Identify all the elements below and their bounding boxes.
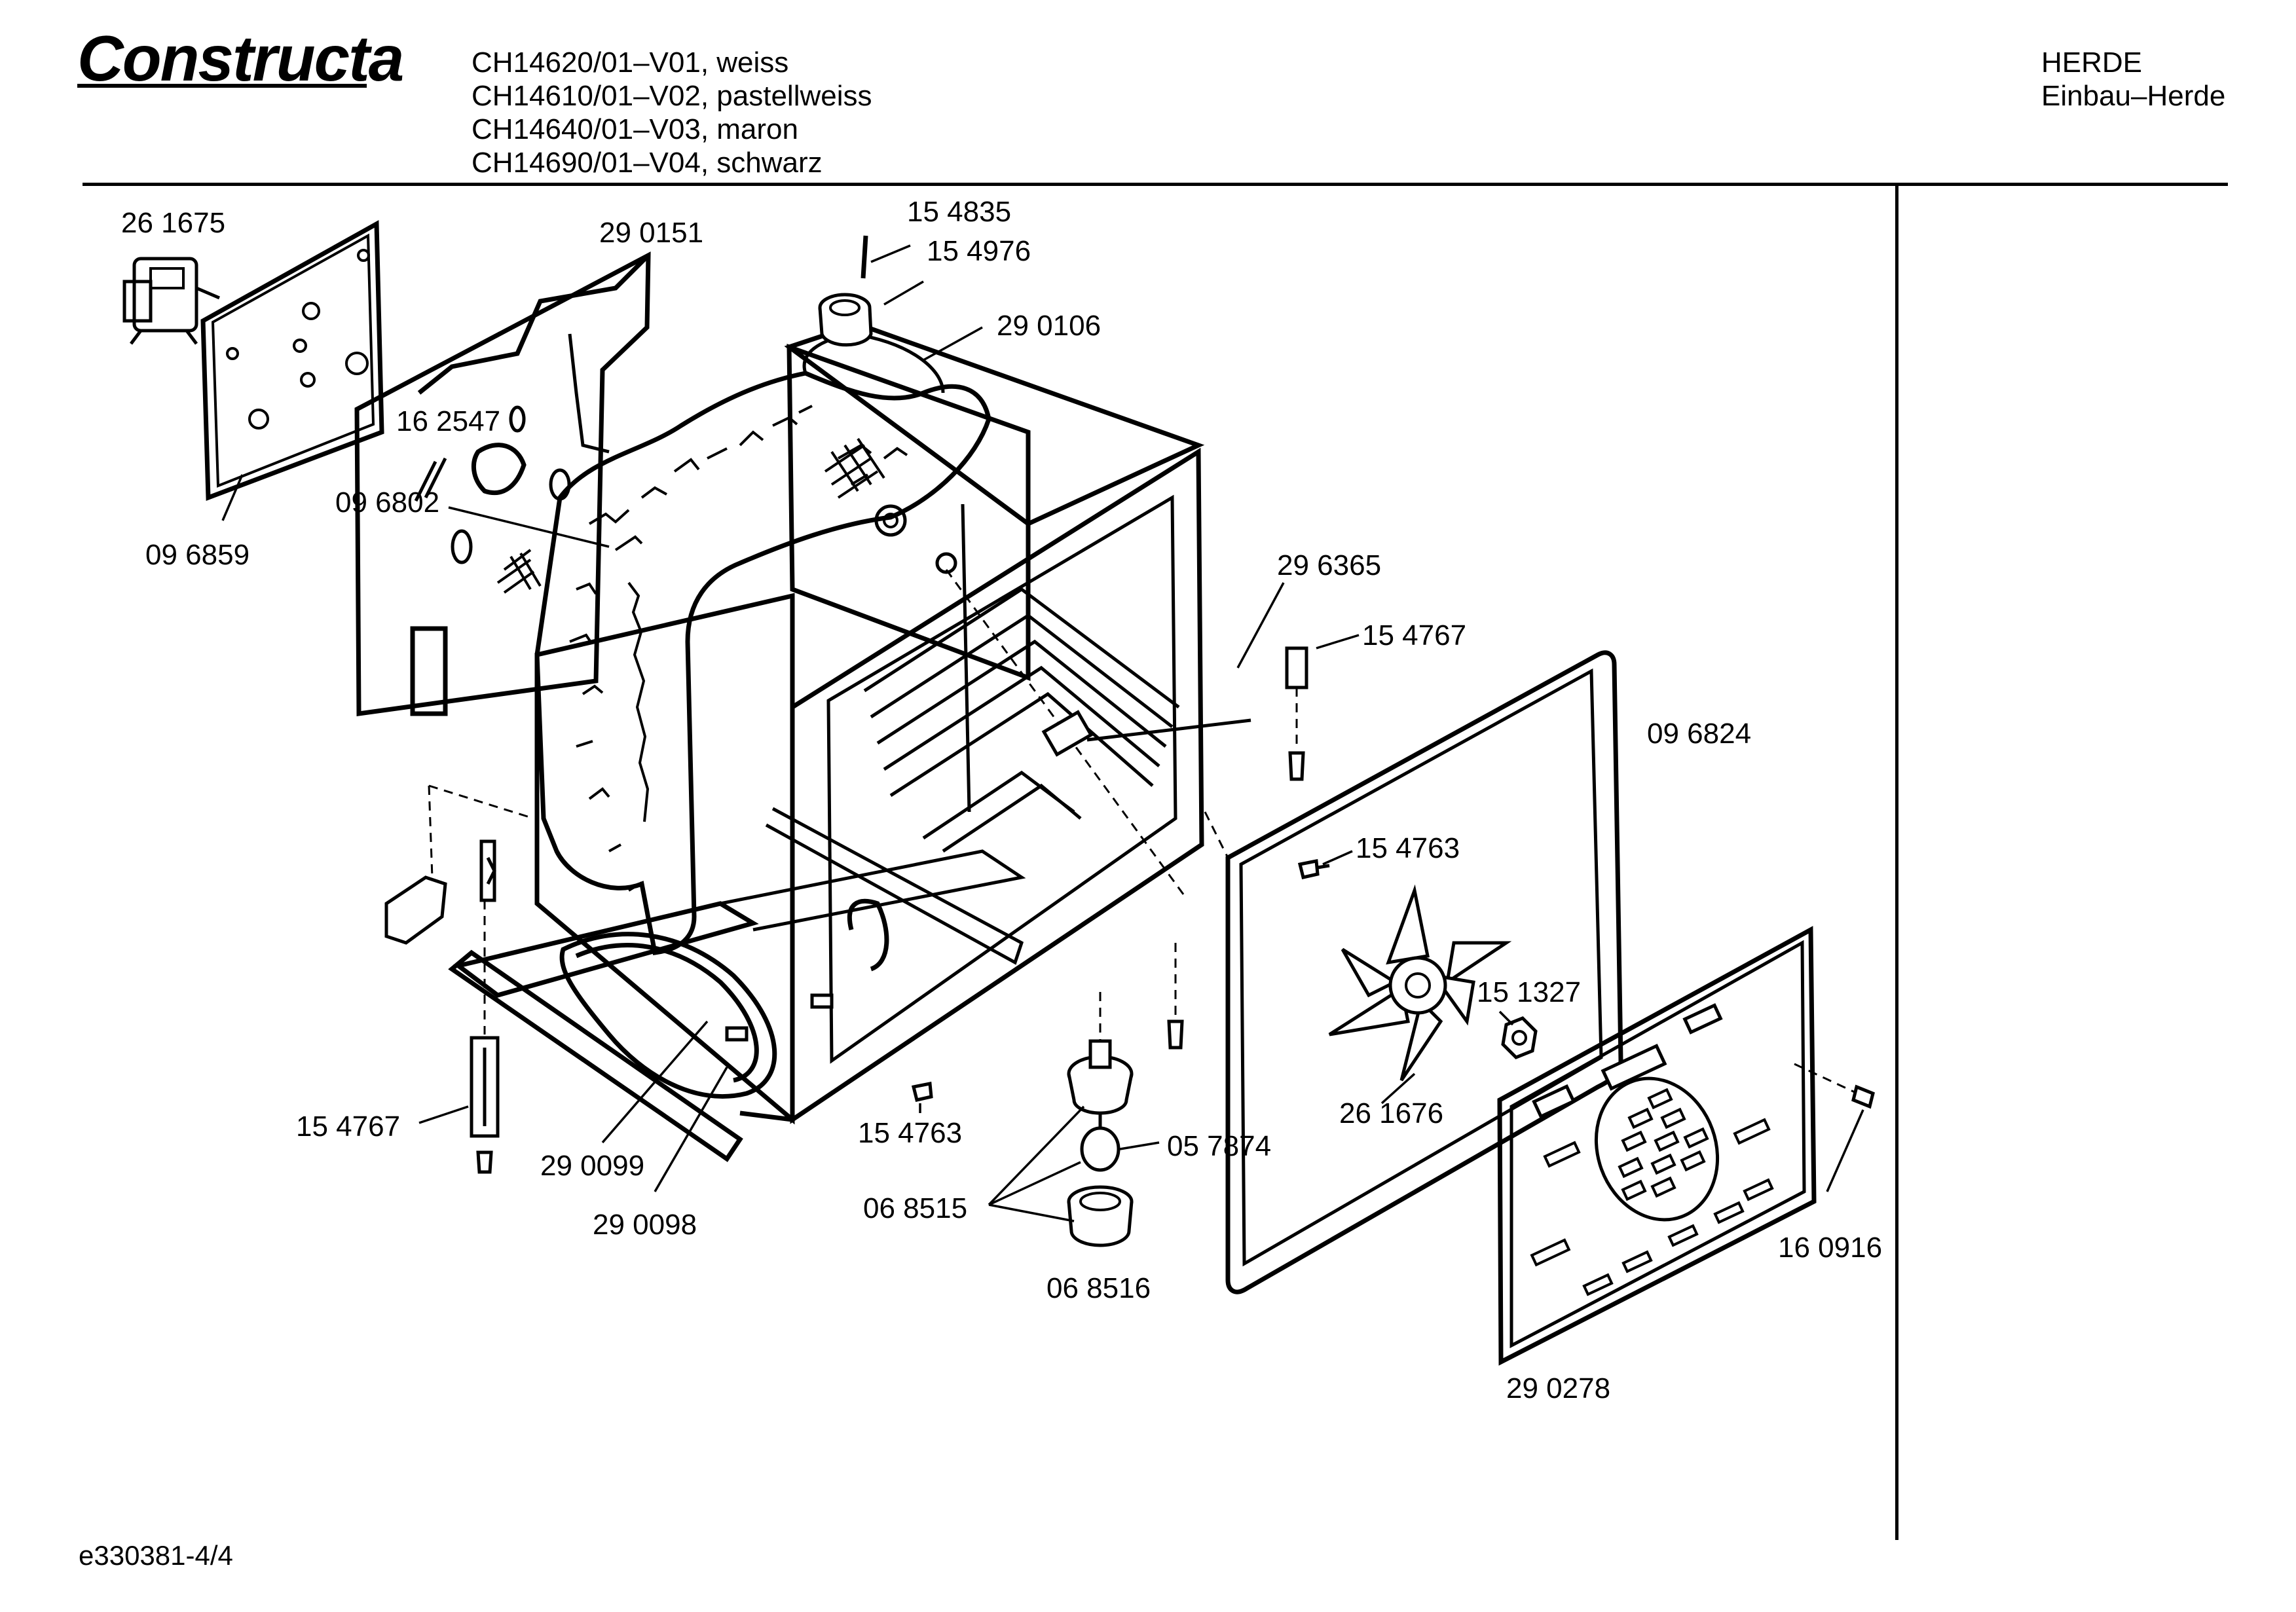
leader-lines bbox=[221, 244, 1864, 1222]
fan-nut bbox=[1501, 1016, 1538, 1059]
part-label: 29 6365 bbox=[1277, 549, 1381, 581]
category-line-2: Einbau–Herde bbox=[2041, 80, 2226, 112]
part-label: 06 8516 bbox=[1046, 1272, 1151, 1304]
insulation-blanket bbox=[496, 332, 991, 955]
brand-logo-underline bbox=[77, 84, 367, 88]
part-label: 15 4835 bbox=[907, 196, 1011, 228]
part-label: 15 1327 bbox=[1477, 976, 1581, 1008]
part-label: 15 4763 bbox=[858, 1117, 962, 1149]
brand-logo: Constructa bbox=[77, 22, 404, 94]
seal-clip bbox=[414, 443, 527, 502]
part-label: 29 0099 bbox=[540, 1150, 644, 1182]
rear-panel bbox=[200, 220, 384, 502]
part-label: 15 4763 bbox=[1356, 832, 1460, 864]
fan-blade bbox=[1328, 884, 1512, 1082]
model-list: CH14620/01–V01, weiss CH14610/01–V02, pa… bbox=[472, 46, 872, 179]
part-label: 05 7874 bbox=[1167, 1130, 1271, 1162]
part-label: 29 0106 bbox=[997, 310, 1101, 342]
part-label: 15 4767 bbox=[296, 1110, 400, 1143]
fan-cover-plate bbox=[1497, 926, 1817, 1366]
insulation-panel bbox=[354, 251, 651, 717]
screw bbox=[1167, 943, 1184, 1050]
part-label: 29 0098 bbox=[593, 1209, 697, 1241]
part-label: 09 6859 bbox=[145, 539, 250, 571]
model-line: CH14610/01–V02, pastellweiss bbox=[472, 80, 872, 112]
part-label: 26 1675 bbox=[121, 207, 225, 239]
part-label: 15 4976 bbox=[927, 235, 1031, 267]
part-number-labels: 26 1675 29 0151 15 4835 15 4976 29 0106 … bbox=[121, 196, 1882, 1404]
part-label: 16 2547 bbox=[396, 405, 500, 437]
product-category: HERDE Einbau–Herde bbox=[2041, 46, 2225, 113]
fan-cover-slots bbox=[1618, 1088, 1709, 1201]
screw bbox=[1285, 646, 1308, 781]
part-label: 06 8515 bbox=[863, 1192, 967, 1224]
side-divider bbox=[1895, 186, 1898, 1540]
part-label: 09 6802 bbox=[335, 486, 439, 519]
model-line: CH14640/01–V03, maron bbox=[472, 113, 798, 145]
oven-lamp-assembly bbox=[1067, 992, 1134, 1247]
oven-cavity bbox=[534, 321, 1205, 1125]
part-label: 15 4767 bbox=[1362, 619, 1466, 651]
screw bbox=[1297, 859, 1330, 879]
screw bbox=[911, 1082, 933, 1102]
fan-motor bbox=[122, 257, 220, 345]
model-line: CH14620/01–V01, weiss bbox=[472, 46, 789, 79]
part-label: 09 6824 bbox=[1647, 718, 1751, 750]
header-divider bbox=[83, 183, 2228, 186]
part-label: 16 0916 bbox=[1778, 1232, 1882, 1264]
part-label: 26 1676 bbox=[1339, 1097, 1443, 1129]
part-label: 29 0151 bbox=[599, 217, 703, 249]
steam-vent bbox=[818, 235, 873, 347]
screw bbox=[1794, 1063, 1875, 1109]
hinge-bracket-left bbox=[470, 839, 500, 1174]
part-label: 29 0278 bbox=[1506, 1372, 1610, 1404]
heating-element-rack bbox=[863, 587, 1251, 853]
category-line-1: HERDE bbox=[2041, 46, 2143, 79]
model-line: CH14690/01–V04, schwarz bbox=[472, 147, 823, 179]
small-bracket bbox=[384, 784, 534, 945]
document-id: e330381-4/4 bbox=[79, 1540, 233, 1571]
